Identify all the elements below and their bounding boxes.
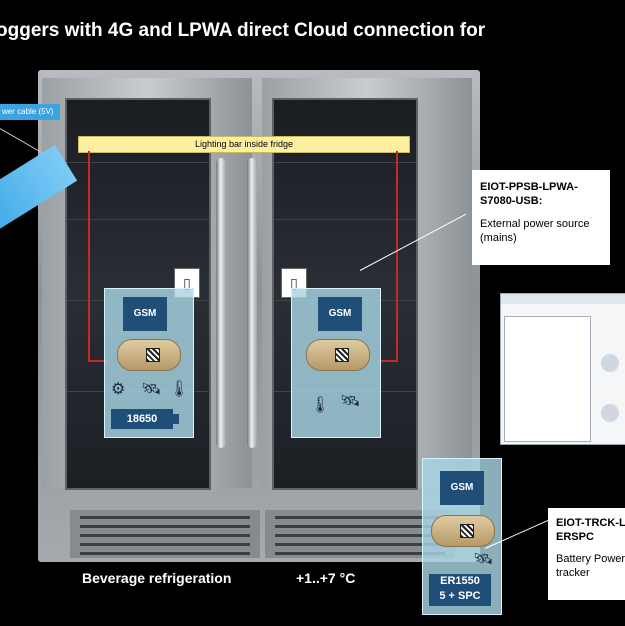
battery-tip <box>173 414 179 424</box>
app-list-panel <box>504 316 591 442</box>
caption-temperature: +1..+7 °C <box>296 570 356 586</box>
logger-device <box>117 339 181 371</box>
lighting-bar-label: Lighting bar inside fridge <box>78 136 410 153</box>
door-handle-right <box>247 158 257 448</box>
power-cable-label: wer cable (5V) <box>0 104 60 120</box>
callout-ppsb-title: EIOT-PPSB-LPWA-S7080-USB: <box>480 181 578 207</box>
wire-right <box>396 151 398 361</box>
battery-line2: 5 + SPC <box>439 590 481 602</box>
battery-18650: 18650 <box>111 409 173 429</box>
wire-right-h <box>378 360 398 362</box>
vent-slot <box>275 552 445 555</box>
gsm-module: GSM <box>440 471 484 505</box>
vent-panel-left <box>70 510 260 558</box>
callout-trck-text-2: tracker <box>556 567 590 579</box>
app-screenshot <box>500 293 625 445</box>
vent-slot <box>275 525 445 528</box>
vent-slot <box>80 534 250 537</box>
vent-slot <box>275 543 445 546</box>
qr-code-icon <box>460 524 474 538</box>
gsm-module: GSM <box>123 297 167 331</box>
wire-left <box>88 151 90 361</box>
vent-slot <box>275 516 445 519</box>
page-title: oggers with 4G and LPWA direct Cloud con… <box>0 20 486 41</box>
callout-trck-title-2: ERSPC <box>556 531 594 543</box>
logger-device <box>306 339 370 371</box>
shelf <box>67 219 209 220</box>
app-titlebar <box>501 294 625 304</box>
vent-slot <box>80 552 250 555</box>
battery-er1550: ER1550 5 + SPC <box>429 574 491 606</box>
wire-left-h <box>88 360 108 362</box>
vent-slot <box>275 534 445 537</box>
callout-trck-text-1: Battery Power <box>556 553 625 565</box>
callout-ppsb-text: External power source (mains) <box>480 218 590 244</box>
satellite-icon: 🛰 <box>141 381 162 398</box>
callout-trck: EIOT-TRCK-L ERSPC Battery Power tracker <box>548 508 625 600</box>
list-item <box>505 359 590 365</box>
caption-beverage: Beverage refrigeration <box>82 570 232 586</box>
vent-slot <box>80 543 250 546</box>
thermometer-icon: 🌡 <box>310 397 331 414</box>
gsm-module: GSM <box>318 297 362 331</box>
logger-box-left: GSM ⚙ 🛰 🌡 18650 <box>104 288 194 438</box>
qr-code-icon <box>335 348 349 362</box>
shelf <box>274 162 416 163</box>
callout-trck-title-1: EIOT-TRCK-L <box>556 517 625 529</box>
thermometer-icon: 🌡 <box>169 381 190 398</box>
door-lock-icon: ⚙ <box>111 381 126 398</box>
logger-box-right: GSM 🌡 🛰 <box>291 288 381 438</box>
door-handle-left <box>216 158 226 448</box>
satellite-icon: 🛰 <box>340 393 361 410</box>
shelf <box>274 219 416 220</box>
battery-line1: ER1550 <box>440 575 480 587</box>
vent-slot <box>80 525 250 528</box>
shelf <box>67 162 209 163</box>
app-device-thumb <box>601 404 619 422</box>
qr-code-icon <box>146 348 160 362</box>
satellite-icon: 🛰 <box>473 551 494 568</box>
tracker-box: GSM 🛰 ER1550 5 + SPC <box>422 458 502 615</box>
callout-ppsb: EIOT-PPSB-LPWA-S7080-USB: External power… <box>472 170 610 265</box>
app-device-thumb <box>601 354 619 372</box>
vent-slot <box>80 516 250 519</box>
tracker-device <box>431 515 495 547</box>
